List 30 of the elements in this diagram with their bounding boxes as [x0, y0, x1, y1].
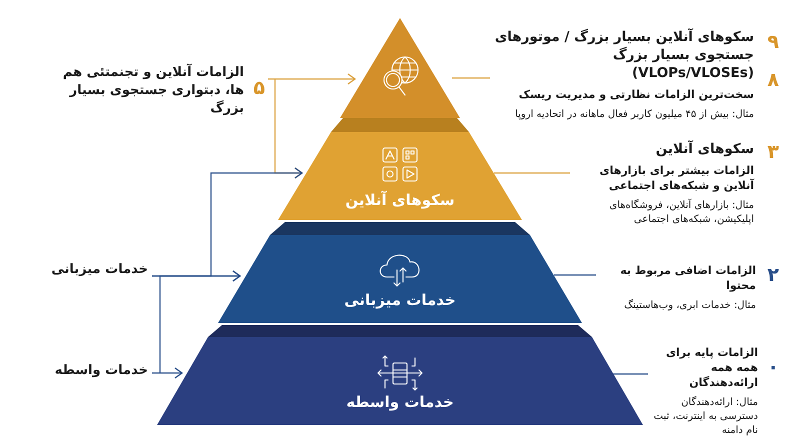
layer-label: خدمات میزبانی: [343, 291, 457, 309]
leader-line: [494, 172, 570, 174]
connector-arrow: [268, 73, 356, 85]
requirement-text: الزامات اضافی مربوط به محتوا: [619, 263, 756, 293]
requirement-text: الزامات پایه برای همه همه ارائه‌دهندگان: [664, 345, 758, 390]
example-text: مثال: بازارهای آنلاین، فروشگاه‌های اپلیکیشن، شبکه‌های اجتماعی: [608, 199, 754, 227]
requirement-text: سخت‌ترین الزامات نظارتی و مدیریت ریسک: [518, 87, 754, 102]
layer-label: سکوهای آنلاین: [344, 191, 456, 209]
side-label: الزامات آنلاین و تجنمتئی هم ها، دبتواری جستجوی بسیار بزرگ: [62, 64, 244, 118]
connector-arrow: [152, 367, 183, 379]
side-label: خدمات واسطه: [54, 362, 148, 380]
example-text: مثال: ارائه‌دهندگان دسترسی به اینترنت، ثبت نام دامنه: [652, 396, 758, 438]
side-label: خدمات میزبانی: [50, 261, 148, 279]
step-number: ۹: [767, 32, 779, 52]
example-text: مثال: بیش از ۴۵ میلیون کاربر فعال ماهانه در اتحادیه اروپا: [514, 108, 754, 122]
connector-arrow: [159, 270, 241, 373]
step-number: ۵: [253, 78, 265, 98]
heading: سکوهای آنلاین بسیار بزرگ / موتورهای جستجوی بسیار بزرگ (VLOPs/VLOSEs): [494, 28, 754, 82]
requirement-text: الزامات بیشتر برای بازارهای آنلاین و شبکه‌های اجتماعی: [598, 163, 754, 193]
leader-line: [613, 373, 648, 375]
step-number: ۲: [767, 265, 779, 285]
connector-arrow: [152, 167, 303, 277]
step-number: ۰: [767, 357, 779, 377]
step-number: ۳: [767, 142, 779, 162]
heading: سکوهای آنلاین: [654, 140, 754, 158]
leader-line: [452, 77, 490, 79]
example-text: مثال: خدمات ابری، وب‌هاستینگ: [623, 299, 756, 313]
step-number: ۸: [767, 70, 779, 90]
layer-label: خدمات واسطه: [345, 393, 455, 411]
leader-line: [554, 274, 596, 276]
